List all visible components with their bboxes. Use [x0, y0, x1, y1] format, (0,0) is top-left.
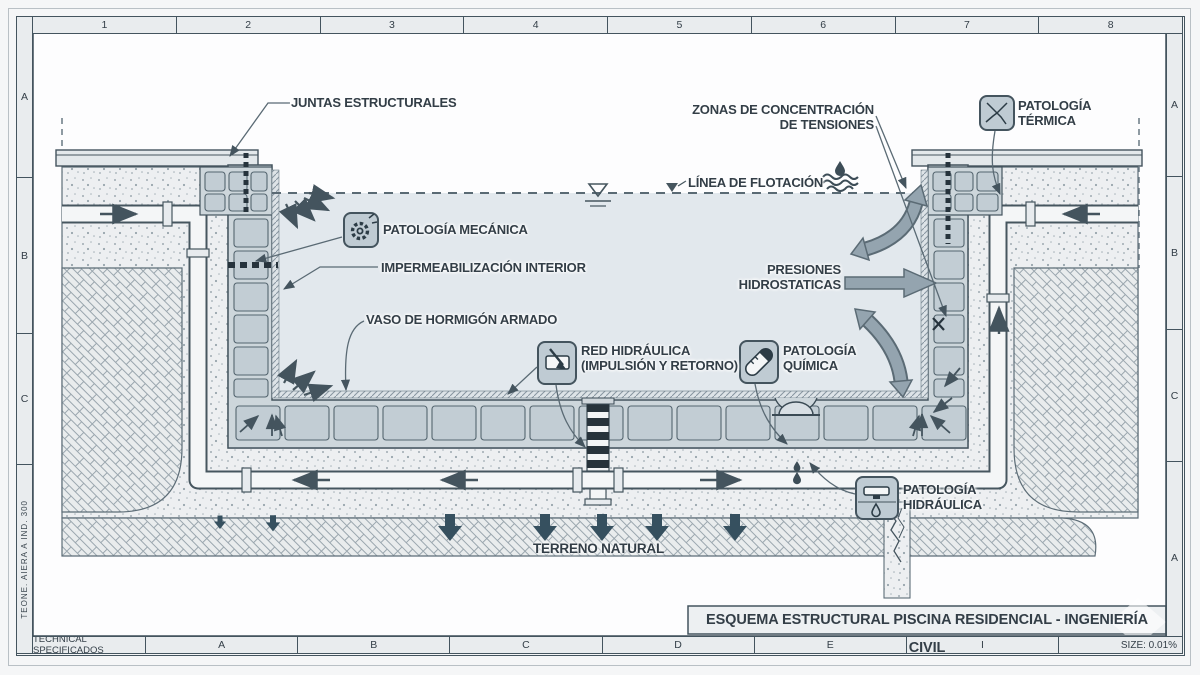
- label-quimica-line2: QUÍMICA: [783, 357, 838, 373]
- pool-water: [272, 193, 928, 400]
- grid-row-b-left: B: [17, 177, 32, 333]
- grid-col-4: 4: [463, 17, 607, 33]
- grid-row-strip-left: A B C TEONE. AIERA A IND. 300: [16, 16, 33, 654]
- concrete-shell: [199, 153, 1003, 449]
- grid-col-6: 6: [750, 17, 895, 33]
- title-box: [687, 605, 1167, 635]
- thermal-crack-icon: [979, 95, 1015, 131]
- sump-drip-icon: [793, 461, 801, 472]
- label-presiones: PRESIONES HIDROSTATICAS: [703, 262, 842, 292]
- grid-col-2: 2: [175, 17, 320, 33]
- title-strip: TECHNICAL SPECIFICADOS A B C D E I SIZE:…: [32, 636, 1183, 654]
- grid-col-5: 5: [607, 17, 751, 33]
- grid-col-8: 8: [1038, 17, 1182, 33]
- faucet-drip-icon: [855, 476, 899, 520]
- left-margin-stamp: TEONE. AIERA A IND. 300: [17, 464, 32, 653]
- drawing-title: ESQUEMA ESTRUCTURAL PISCINA RESIDENCIAL …: [706, 612, 1148, 656]
- bottom-cell-e: E: [753, 637, 906, 653]
- label-zonas-line2: DE TENSIONES: [779, 116, 875, 132]
- hydrostatic-arrows: [844, 183, 938, 399]
- label-patologia-hidraulica: PATOLOGÍA HIDRÁULICA: [903, 482, 982, 512]
- label-vaso-hormigon: VASO DE HORMIGÓN ARMADO: [366, 312, 558, 327]
- size-cell: SIZE: 0.01%: [1058, 637, 1182, 653]
- grid-row-c-left: C: [17, 333, 32, 464]
- label-terreno-natural: TERRENO NATURAL: [533, 541, 664, 556]
- label-red-line2: (IMPULSIÓN Y RETORNO): [581, 357, 738, 373]
- watermark-diamond: [1110, 598, 1166, 646]
- water-level-triangle-icon: [587, 183, 609, 198]
- leader-lines: [229, 102, 1001, 495]
- grid-column-strip: 1 2 3 4 5 6 7 8: [32, 16, 1183, 34]
- grid-col-1: 1: [101, 19, 108, 31]
- label-patologia-termica: PATOLOGÍA TÉRMICA: [1018, 98, 1092, 128]
- grid-col-7: 7: [894, 17, 1039, 33]
- label-termica-line2: TÉRMICA: [1018, 112, 1076, 128]
- label-quimica-line1: PATOLOGÍA: [783, 343, 857, 358]
- stress-arrows: [277, 184, 336, 403]
- grid-row-c-right: C: [1167, 329, 1182, 461]
- sump-dome: [772, 397, 820, 472]
- corner-arrows: [239, 367, 961, 437]
- label-red-hidraulica: RED HIDRÁULICA (IMPULSIÓN Y RETORNO): [581, 343, 738, 373]
- label-red-line1: RED HIDRÁULICA: [581, 343, 691, 358]
- leak-droplet-icon: [793, 472, 801, 485]
- deck-slabs: [55, 118, 1143, 268]
- sheet-outer-edge: [8, 8, 1191, 666]
- bottom-cell-c: C: [449, 637, 601, 653]
- main-drain: [581, 397, 615, 472]
- hydraulic-pipes: [62, 201, 1138, 506]
- grid-col-3: 3: [319, 17, 464, 33]
- technical-spec-cell: TECHNICAL SPECIFICADOS: [33, 637, 104, 653]
- grid-row-a2-right: A: [1167, 461, 1182, 653]
- label-patologia-mecanica: PATOLOGÍA MECÁNICA: [383, 222, 528, 237]
- grid-row-a-right: A: [1170, 99, 1178, 111]
- label-hidraulica-line1: PATOLOGÍA: [903, 482, 977, 497]
- droplet-icon: [835, 161, 845, 176]
- grid-row-a-left: A: [20, 91, 28, 103]
- water-line: [272, 161, 928, 207]
- grid-row-b-right: B: [1167, 176, 1182, 329]
- water-waves-icon: [822, 173, 859, 192]
- bottom-cell-a: A: [145, 637, 297, 653]
- bottom-cell-b: B: [297, 637, 449, 653]
- label-presiones-line1: PRESIONES: [766, 262, 841, 277]
- label-termica-line1: PATOLOGÍA: [1018, 98, 1092, 113]
- label-hidraulica-line2: HIDRÁULICA: [903, 496, 982, 512]
- gear-icon: [343, 212, 379, 248]
- pipe-flow-icon: [537, 341, 577, 385]
- label-patologia-quimica: PATOLOGÍA QUÍMICA: [783, 343, 857, 373]
- bottom-cell-i: I: [905, 637, 1058, 653]
- label-linea-flotacion: LÍNEA DE FLOTACIÓN: [688, 175, 824, 190]
- label-zonas-line1: ZONAS DE CONCENTRACIÓN: [692, 102, 874, 117]
- label-zonas-tensiones: ZONAS DE CONCENTRACIÓN DE TENSIONES: [652, 102, 875, 132]
- test-tube-icon: [739, 340, 779, 384]
- bottom-cell-d: D: [601, 637, 754, 653]
- structural-joints: [228, 153, 951, 331]
- flow-arrows: [100, 203, 1100, 491]
- ground-soil: [61, 267, 1139, 557]
- label-presiones-line2: HIDROSTATICAS: [738, 276, 842, 292]
- left-vertical-text: TEONE. AIERA A IND. 300: [20, 499, 29, 619]
- label-juntas-estructurales: JUNTAS ESTRUCTURALES: [291, 95, 457, 110]
- grid-row-strip-right: A B C A: [1166, 33, 1183, 654]
- label-impermeabilizacion: IMPERMEABILIZACIÓN INTERIOR: [381, 260, 586, 275]
